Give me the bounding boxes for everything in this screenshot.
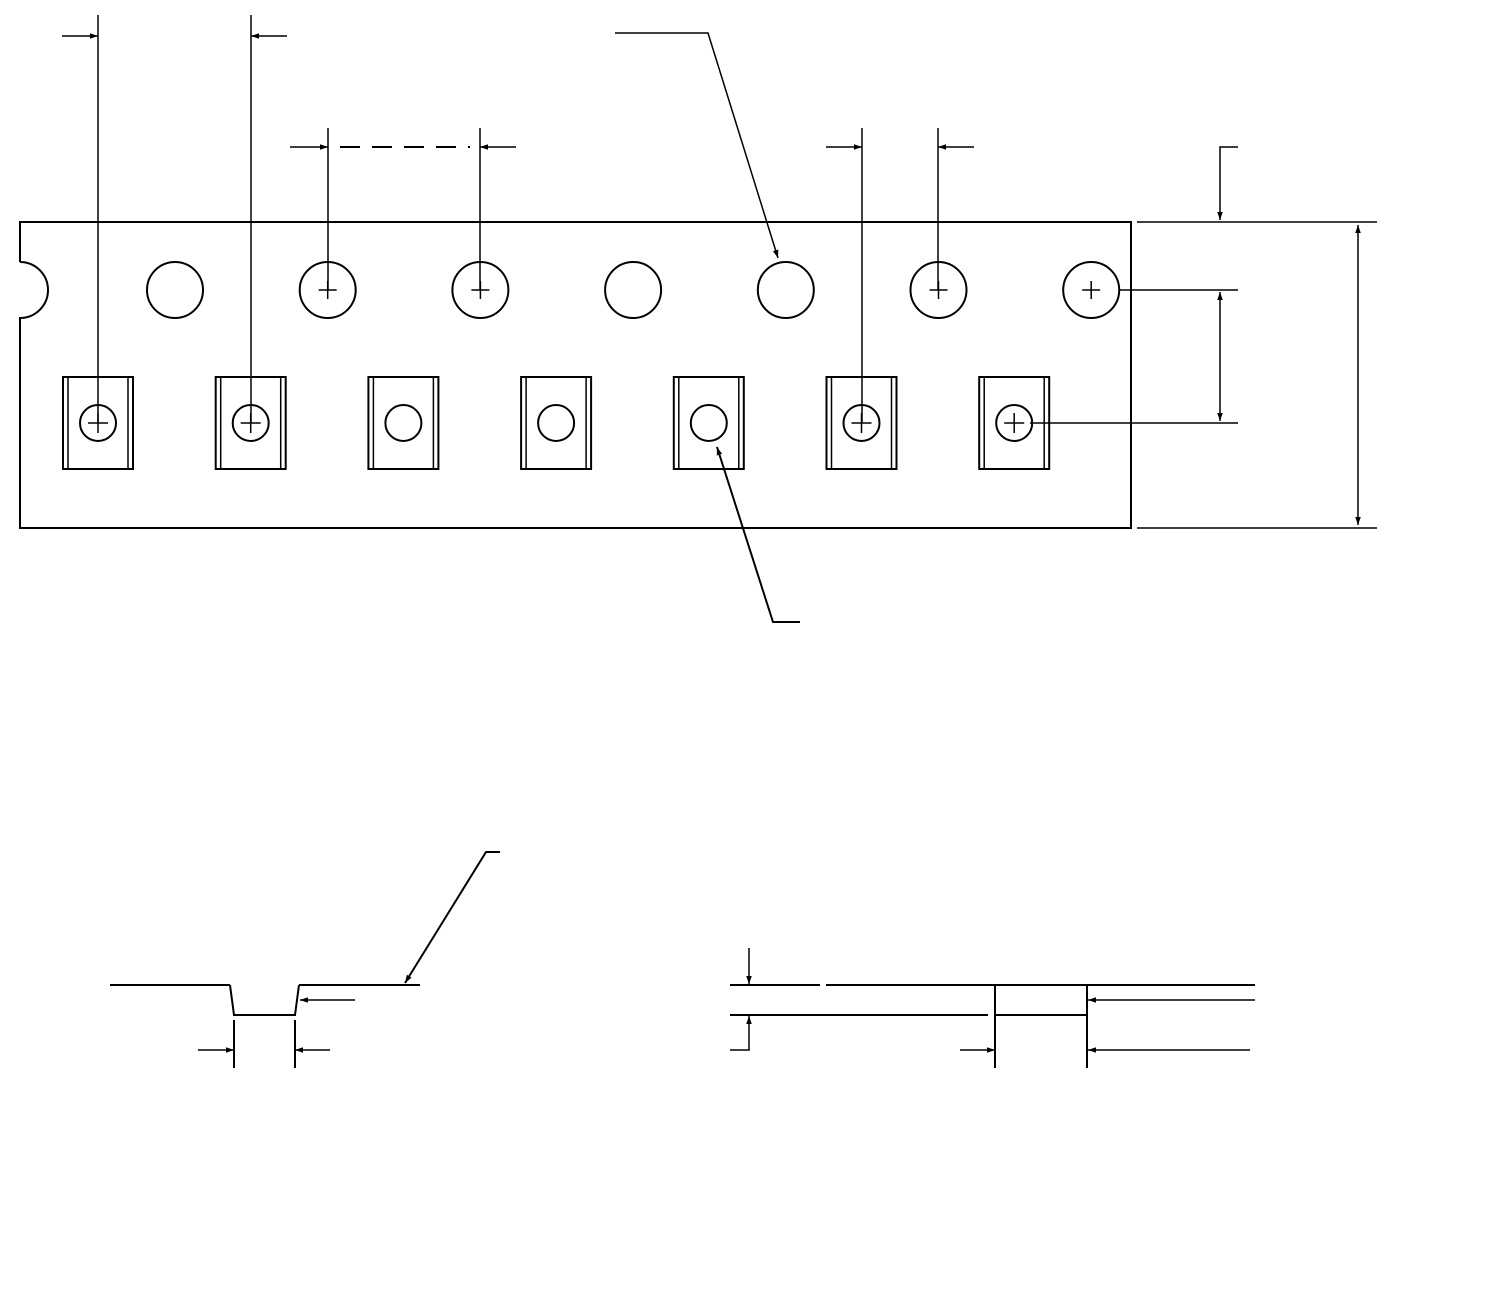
section-view-thickness: [730, 948, 1255, 1068]
leader-sprocket-hole: [615, 32, 779, 259]
dimension-pocket-to-hole: [826, 128, 974, 423]
sprocket-holes: [146, 261, 1121, 319]
pocket: [367, 376, 440, 470]
center-mark-icon: [1004, 413, 1025, 433]
pockets: [62, 376, 1051, 470]
sprocket-hole: [146, 261, 204, 319]
sprocket-hole: [1062, 261, 1121, 319]
dimension-tape-width: [1137, 221, 1377, 529]
dimension-hole-to-pocket-row: [1030, 289, 1238, 424]
pocket: [520, 376, 593, 470]
leader-pocket-hole: [716, 446, 800, 623]
sprocket-hole: [756, 261, 815, 319]
center-mark-icon: [1082, 281, 1101, 299]
dimension-sprocket-pitch: [290, 128, 516, 290]
dimension-edge-to-hole: [1217, 146, 1238, 220]
section-view-pocket: [110, 851, 500, 1068]
sprocket-hole: [604, 261, 663, 319]
pocket: [672, 376, 745, 470]
dimension-pocket-offset: [62, 15, 287, 423]
tape-outline: [19, 221, 1132, 529]
